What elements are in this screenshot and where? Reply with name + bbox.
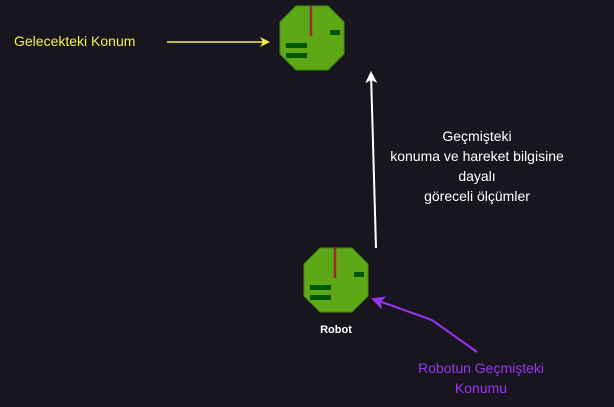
relative-measurements-label: Geçmişteki konuma ve hareket bilgisine d… [377,126,577,206]
robot-future [279,5,345,71]
motion-arrow [365,71,378,249]
past-arrow [371,296,478,353]
past-position-label: Robotun Geçmişteki Konumu [381,358,581,398]
text-line: göreceli ölçümler [424,188,530,204]
text-line: konuma ve hareket bilgisine [390,148,564,164]
future-position-label: Gelecekteki Konum [14,33,136,49]
robot-past [303,247,369,313]
text-line: Konumu [454,380,508,396]
text-line: dayalı [458,168,496,184]
text-line: Robotun Geçmişteki [417,360,545,376]
robot-label: Robot [320,324,352,336]
text-line: Geçmişteki [442,128,512,144]
